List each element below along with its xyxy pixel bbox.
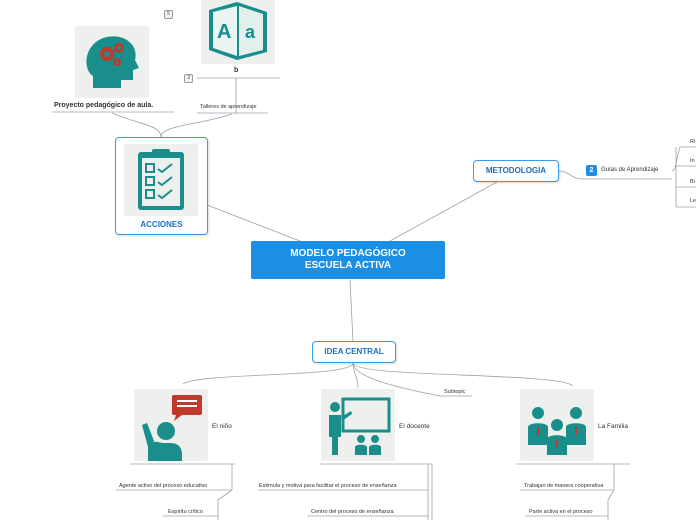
ninio-image: [134, 389, 208, 461]
central-topic[interactable]: MODELO PEDAGÓGICO ESCUELA ACTIVA: [251, 241, 445, 279]
docente-item-1[interactable]: Estimula y motiva para facilitar el proc…: [259, 483, 397, 489]
familia-item-1[interactable]: Trabajan de manera cooperativa: [524, 483, 604, 489]
book-icon: A a: [209, 2, 267, 60]
talleres-label[interactable]: Talleres de aprendizaje: [200, 104, 257, 110]
familia-item-2[interactable]: Parte activa en el proceso: [529, 509, 593, 515]
b-label: b: [234, 67, 239, 74]
line-acciones-proyecto: [111, 112, 162, 138]
central-line-2: ESCUELA ACTIVA: [304, 260, 392, 271]
acciones-topic[interactable]: ACCIONES: [115, 137, 208, 235]
child-speech-icon: [142, 395, 202, 461]
proyecto-label[interactable]: Proyecto pedagógico de aula.: [54, 102, 154, 109]
docente-item-2[interactable]: Centro del proceso de enseñanza: [311, 509, 394, 515]
metodologia-label: METODOLOGIA: [485, 166, 547, 175]
collapse-badge-5[interactable]: 5: [164, 10, 173, 19]
checklist-icon: [138, 149, 184, 210]
ninio-label[interactable]: El niño: [212, 423, 232, 430]
metodologia-item-1[interactable]: Ri: [690, 139, 696, 145]
ninio-item-1[interactable]: Agente activo del proceso educativo: [119, 483, 208, 489]
book-image: A a: [201, 0, 275, 64]
guias-label[interactable]: Guías de Aprendizaje: [601, 167, 659, 173]
idea-central-label: IDEA CENTRAL: [324, 347, 384, 356]
line-central-metodologia: [389, 181, 498, 242]
head-gears-icon: [86, 36, 139, 88]
subtopic-label[interactable]: Subtopic: [444, 389, 466, 395]
docente-image: [321, 389, 395, 461]
acciones-label: ACCIONES: [140, 220, 183, 229]
metodologia-topic[interactable]: METODOLOGIA: [473, 160, 559, 182]
docente-label[interactable]: El docente: [399, 423, 430, 430]
idea-central-topic[interactable]: IDEA CENTRAL: [312, 341, 396, 363]
collapse-badge-3[interactable]: 3: [184, 74, 193, 83]
ninio-item-2[interactable]: Espíritu crítico: [168, 509, 203, 515]
svg-text:A: A: [217, 21, 231, 43]
svg-text:a: a: [245, 22, 256, 42]
head-gears-image: [75, 26, 149, 98]
family-icon: [528, 407, 586, 455]
guias-count-badge[interactable]: 2: [586, 165, 597, 176]
central-line-1: MODELO PEDAGÓGICO: [290, 248, 406, 259]
line-acciones-talleres: [160, 113, 233, 138]
line-central-idea: [349, 279, 354, 342]
line-central-acciones: [206, 204, 301, 242]
metodologia-item-2[interactable]: In: [690, 158, 695, 164]
metodologia-item-4[interactable]: Le: [690, 198, 696, 204]
familia-image: [520, 389, 594, 461]
metodologia-item-3[interactable]: Bi: [690, 179, 695, 185]
checklist-image: [124, 144, 198, 216]
teacher-board-icon: [329, 397, 391, 455]
familia-label[interactable]: La Familia: [598, 423, 628, 430]
